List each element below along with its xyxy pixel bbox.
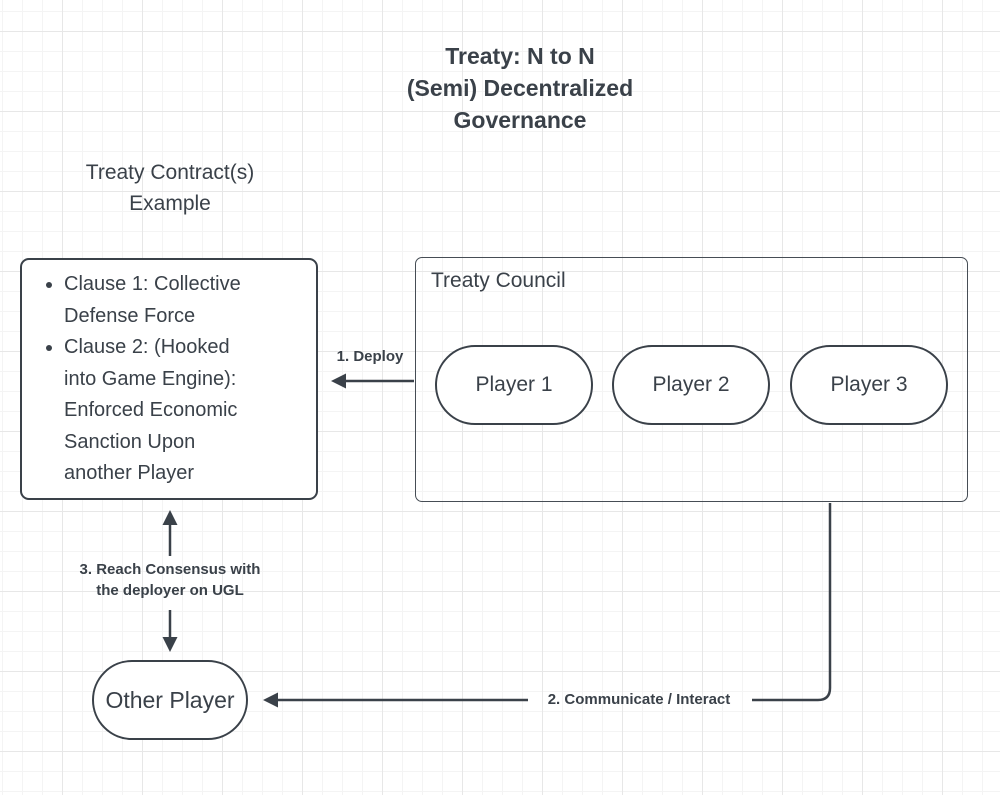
communicate-arrow-vertical[interactable]	[752, 503, 832, 702]
contract-example-label[interactable]: Treaty Contract(s) Example	[85, 161, 255, 215]
consensus-edge-label[interactable]: 3. Reach Consensus with the deployer on …	[79, 561, 261, 599]
diagram-title[interactable]: Treaty: N to N (Semi) Decentralized Gove…	[406, 43, 634, 133]
treaty-council-box[interactable]: Treaty Council	[415, 257, 968, 502]
treaty-contract-box[interactable]: Clause 1: Collective Defense Force Claus…	[20, 258, 318, 500]
communicate-edge-label[interactable]: 2. Communicate / Interact	[547, 691, 731, 708]
treaty-council-label: Treaty Council	[431, 269, 566, 292]
clause-item-1: Clause 1: Collective Defense Force	[64, 269, 308, 332]
player-1-label: Player 1	[475, 373, 553, 396]
other-player-node[interactable]: Other Player	[92, 660, 248, 740]
player-1-node[interactable]: Player 1	[435, 345, 593, 425]
player-3-node[interactable]: Player 3	[790, 345, 948, 425]
deploy-edge-label[interactable]: 1. Deploy	[336, 348, 404, 365]
player-2-label: Player 2	[652, 373, 730, 396]
clause-item-2: Clause 2: (Hooked into Game Engine): Enf…	[64, 332, 308, 490]
player-3-label: Player 3	[830, 373, 908, 396]
clause-list: Clause 1: Collective Defense Force Claus…	[22, 269, 316, 490]
player-2-node[interactable]: Player 2	[612, 345, 770, 425]
other-player-label: Other Player	[105, 686, 235, 713]
